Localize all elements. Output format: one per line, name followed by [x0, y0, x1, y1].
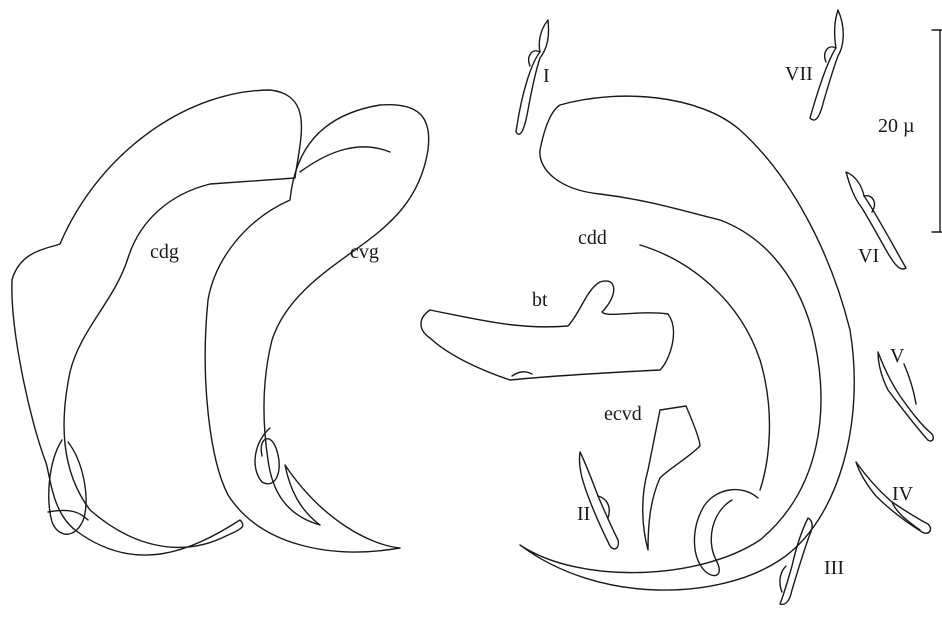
cdd-inner-curve	[640, 245, 769, 490]
cvg-structure	[205, 105, 429, 552]
label-hook-V: V	[890, 345, 905, 367]
bt-notch	[512, 372, 532, 376]
ecvd-outline	[643, 406, 700, 550]
hook-III	[780, 518, 812, 604]
scale-bar	[932, 30, 942, 232]
hook-II	[579, 452, 618, 549]
label-hook-I: I	[543, 65, 550, 87]
ecvd-structure	[643, 406, 700, 550]
cdg-inner-line	[48, 510, 88, 520]
label-hook-IV: IV	[892, 483, 914, 505]
label-bt: bt	[532, 289, 548, 311]
cvg-outline	[205, 105, 429, 552]
cdg-inner-loop	[49, 440, 86, 534]
label-cdg: cdg	[150, 241, 179, 263]
label-hook-VI: VI	[858, 245, 879, 267]
hook-V	[878, 352, 933, 441]
hook-VII	[810, 10, 843, 120]
label-cvg: cvg	[350, 241, 379, 263]
label-hook-III: III	[824, 557, 844, 579]
label-hook-VII: VII	[785, 63, 813, 85]
label-hook-II: II	[577, 503, 590, 525]
label-cdd: cdd	[578, 227, 607, 249]
cvg-inner-ridge	[300, 147, 390, 172]
label-ecvd: ecvd	[604, 403, 642, 425]
cdd-structure	[520, 96, 854, 590]
cdg-structure	[12, 90, 302, 555]
cdd-outline	[520, 96, 854, 590]
cdg-outline	[12, 90, 302, 555]
label-scale: 20 µ	[878, 115, 915, 137]
cdd-loop	[694, 490, 758, 576]
